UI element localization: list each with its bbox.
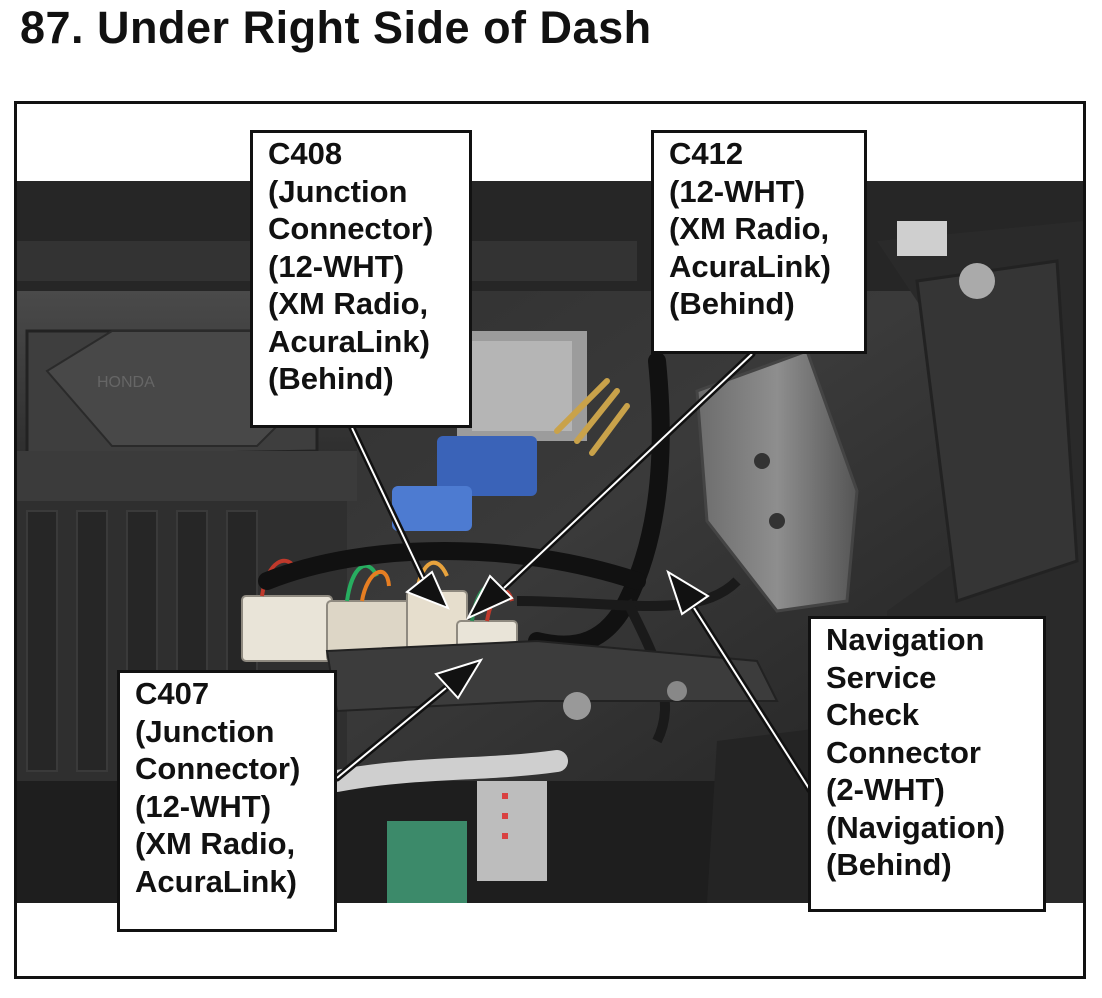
c407-line: AcuraLink) xyxy=(135,863,297,899)
nav-line: (Behind) xyxy=(826,847,952,882)
arrowhead-c412 xyxy=(465,574,514,621)
c408-line: AcuraLink) xyxy=(268,323,430,359)
c408-line: C408 xyxy=(268,136,343,171)
nav-line: Check xyxy=(826,697,920,732)
page-title: 87. Under Right Side of Dash xyxy=(20,2,652,53)
c412-line: (Behind) xyxy=(669,286,795,321)
callout-c407: C407 (Junction Connector) (12-WHT) (XM R… xyxy=(117,670,337,932)
c412-line: AcuraLink) xyxy=(669,248,831,284)
c412-line: C412 xyxy=(669,136,744,171)
c408-line: Connector) xyxy=(268,211,434,246)
c407-line: (12-WHT) xyxy=(135,788,272,824)
c407-line: C407 xyxy=(135,676,210,711)
c408-line: (12-WHT) xyxy=(268,248,405,284)
c408-line: (XM Radio, xyxy=(268,286,429,321)
c408-line: (Junction xyxy=(268,173,408,209)
arrowhead-nav xyxy=(666,569,710,616)
nav-line: (2-WHT) xyxy=(826,772,945,807)
c407-line: Connector) xyxy=(135,751,301,786)
nav-line: Navigation xyxy=(826,622,985,657)
c412-line: (12-WHT) xyxy=(669,173,806,209)
nav-line: (Navigation) xyxy=(826,809,1006,845)
photo-badge: HONDA xyxy=(97,374,155,391)
callout-c408: C408 (Junction Connector) (12-WHT) (XM R… xyxy=(250,130,472,428)
callout-c412: C412 (12-WHT) (XM Radio, AcuraLink) (Beh… xyxy=(651,130,867,354)
c408-line: (Behind) xyxy=(268,361,394,396)
callout-navigation: Navigation Service Check Connector (2-WH… xyxy=(808,616,1046,912)
arrowhead-c407 xyxy=(434,658,484,700)
c407-line: (XM Radio, xyxy=(135,826,296,861)
nav-line: Connector xyxy=(826,734,981,770)
c412-line: (XM Radio, xyxy=(669,211,830,246)
nav-line: Service xyxy=(826,659,937,695)
c407-line: (Junction xyxy=(135,713,275,749)
arrowhead-c408 xyxy=(405,570,450,610)
